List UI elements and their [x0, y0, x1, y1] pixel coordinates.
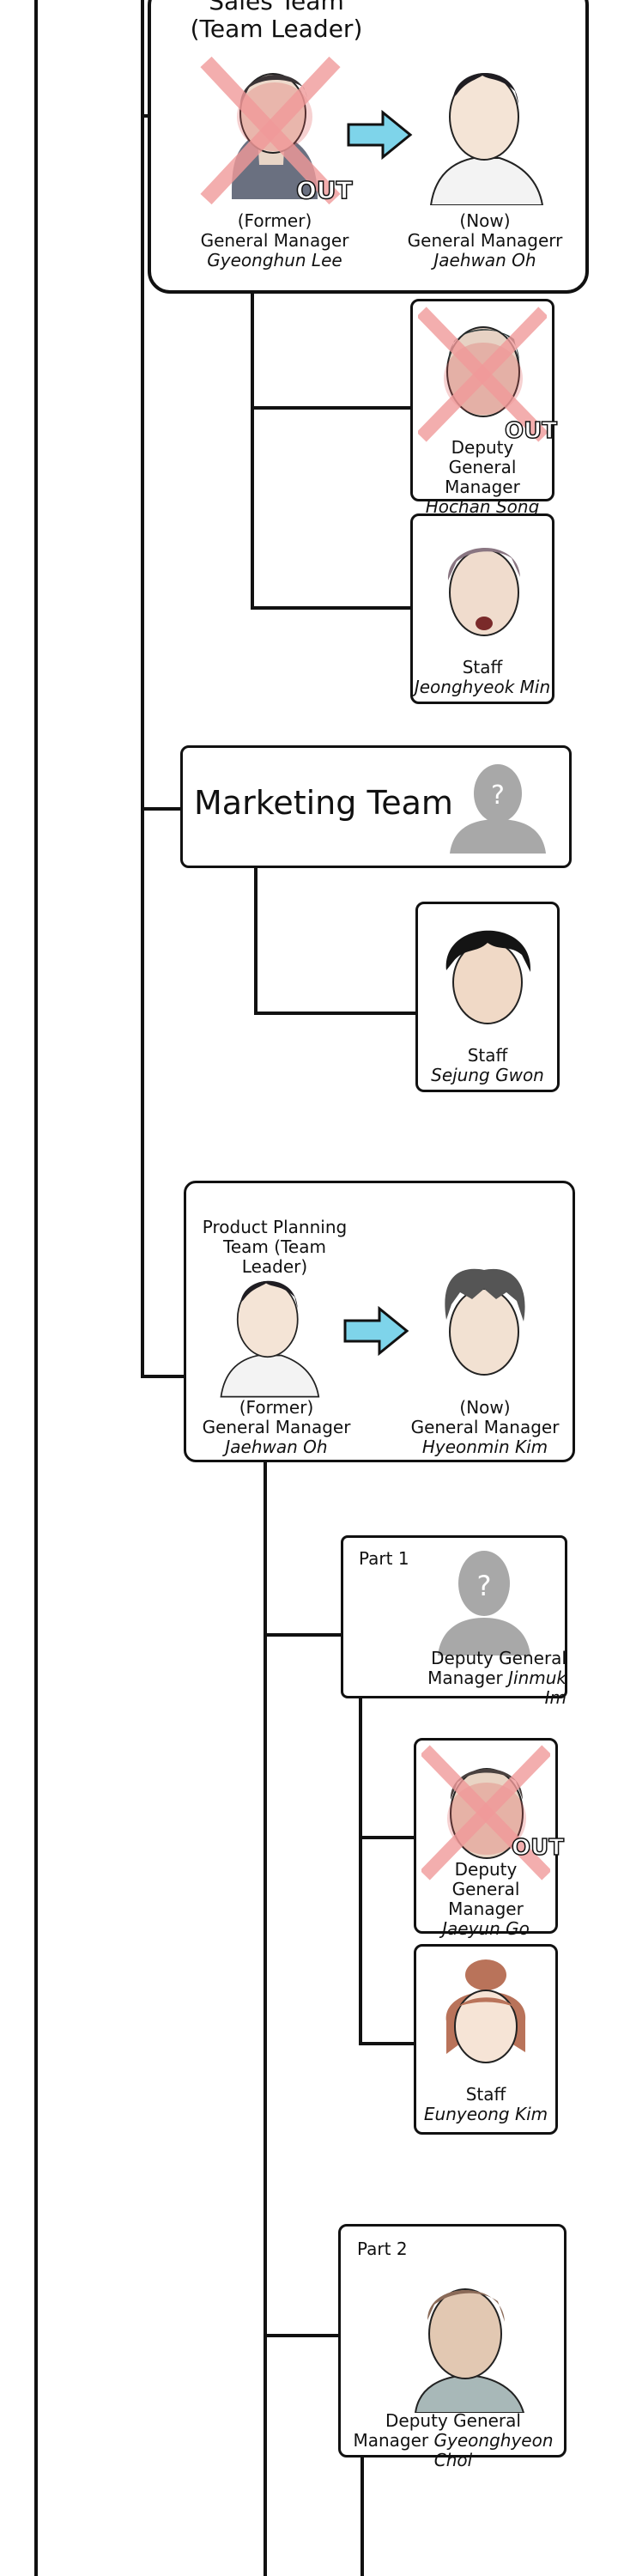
sales-now-caption: (Now) General Managerr Jaehwan Oh	[407, 210, 563, 270]
portrait-hochan-song	[418, 307, 547, 442]
part2-connector	[264, 2334, 339, 2337]
svg-text:?: ?	[491, 781, 505, 811]
part1-children-line	[359, 1674, 362, 2045]
marketing-connector	[141, 807, 182, 811]
portrait-jaeyun-go	[421, 1745, 550, 1880]
portrait-gyeonghyeon-choi	[414, 2288, 525, 2413]
staff-eunyeong-connector	[359, 2042, 414, 2045]
jeonghyeok-caption: Staff Jeonghyeok Min	[414, 657, 551, 697]
staff-sejung-connector	[254, 1012, 415, 1015]
planning-connector	[141, 1375, 185, 1378]
badge-out-hochan: OUT	[504, 417, 557, 444]
portrait-sejung-gwon	[445, 930, 531, 1024]
secondary-spine-line	[141, 0, 144, 1378]
unknown-person-icon: ?	[450, 764, 546, 854]
portrait-jeonghyeok-min	[447, 547, 520, 636]
sales-former-caption: (Former) General Manager Gyeonghun Lee	[200, 210, 349, 270]
sejung-caption: Staff Sejung Gwon	[431, 1045, 544, 1085]
unknown-person-icon: ?	[438, 1551, 530, 1656]
badge-out-jaeyun: OUT	[511, 1834, 564, 1861]
sales-team-title: Sales Team(Team Leader)	[190, 0, 363, 44]
arrow-right-icon	[343, 1305, 409, 1357]
marketing-children-line	[254, 866, 258, 1015]
part2-children-line	[360, 2458, 364, 2576]
portrait-jaehwan-oh-former	[220, 1280, 320, 1398]
main-spine-line	[34, 0, 38, 2576]
part2-title: Part 2	[357, 2239, 408, 2259]
sales-children-line	[251, 292, 254, 610]
jaeyun-caption: Deputy General Manager Jaeyun Go	[442, 1859, 530, 1939]
part1-title: Part 1	[359, 1548, 409, 1569]
arrow-right-icon	[347, 109, 413, 161]
portrait-eunyeong-kim	[445, 1959, 526, 2063]
svg-text:?: ?	[477, 1570, 492, 1602]
part1-head-caption: Deputy General Manager Jinmuk Im	[427, 1648, 566, 1708]
deputy-jaeyun-connector	[359, 1836, 414, 1839]
portrait-hyeonmin-kim	[445, 1268, 525, 1376]
portrait-jaehwan-oh	[429, 72, 544, 205]
planning-former-caption: (Former) General Manager Jaehwan Oh	[202, 1397, 351, 1457]
planning-now-caption: (Now) General Manager Hyeonmin Kim	[410, 1397, 560, 1457]
sales-connector	[141, 114, 151, 118]
eunyeong-caption: Staff Eunyeong Kim	[423, 2084, 548, 2124]
staff-jeonghyeok-connector	[251, 606, 412, 610]
part1-connector	[264, 1633, 342, 1637]
badge-out-gyeonghun: OUT	[295, 176, 353, 205]
deputy-hochan-connector	[251, 406, 412, 410]
hochan-caption: Deputy General Manager Hochan Song	[425, 437, 540, 517]
marketing-team-title: Marketing Team	[194, 784, 453, 822]
part2-head-caption: Deputy General Manager Gyeonghyeon Choi	[353, 2410, 554, 2470]
sales-team-box	[148, 0, 589, 294]
portrait-gyeonghun-lee	[200, 56, 341, 205]
planning-children-line	[264, 1460, 267, 2576]
part1-box	[341, 1535, 567, 1698]
